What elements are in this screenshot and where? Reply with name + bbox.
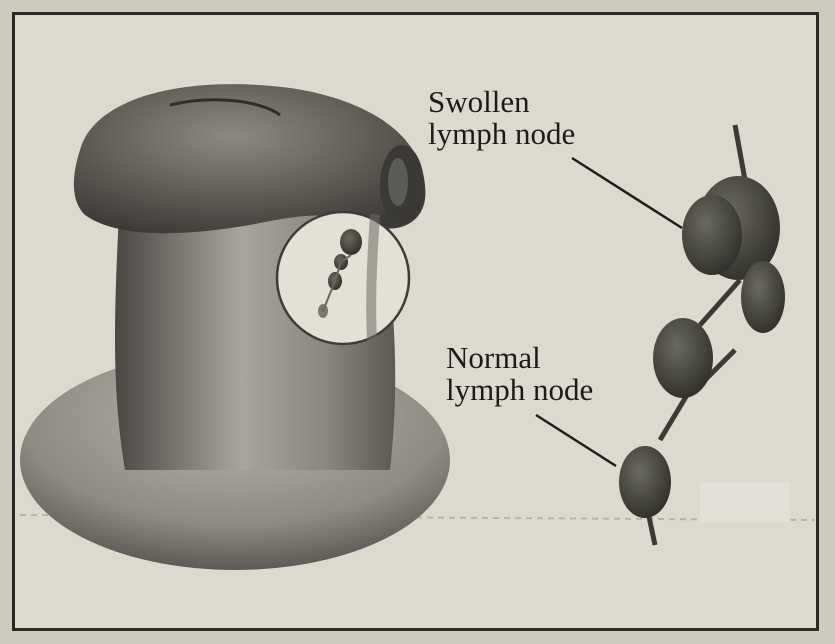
normal-node-1 [653, 318, 713, 398]
head [74, 84, 426, 233]
normal-pointer [536, 415, 616, 466]
normal-label-line1: Normal [446, 342, 593, 374]
normal-label-line2: lymph node [446, 374, 593, 406]
normal-lymph-node-label: Normal lymph node [446, 342, 593, 406]
swollen-lymph-node-label: Swollen lymph node [428, 86, 575, 150]
swollen-node-3 [741, 261, 785, 333]
swollen-label-line1: Swollen [428, 86, 575, 118]
pointer-lines [536, 158, 682, 466]
magnified-neck-nodes [277, 212, 409, 344]
ear [380, 145, 424, 225]
normal-node-2 [619, 446, 671, 518]
swollen-pointer [572, 158, 682, 228]
swollen-node-2 [682, 195, 742, 275]
swollen-label-line2: lymph node [428, 118, 575, 150]
